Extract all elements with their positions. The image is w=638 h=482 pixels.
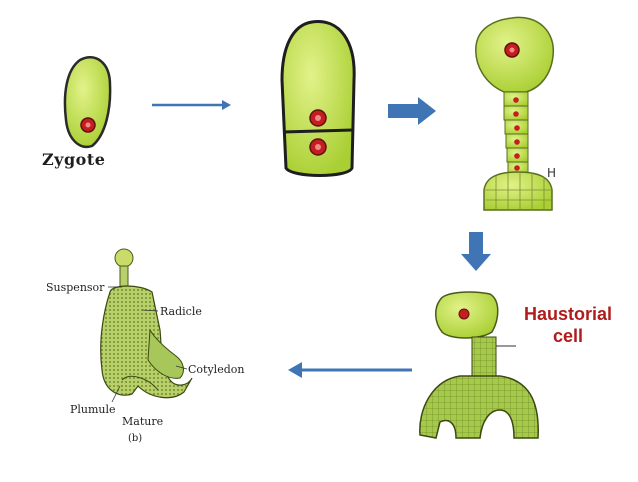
label-cotyledon: Cotyledon [188, 363, 245, 376]
label-figure-tag: (b) [128, 433, 143, 444]
proembryo-stage [475, 16, 554, 211]
arrow-right-1 [152, 100, 231, 110]
mature-embryo [100, 248, 193, 403]
arrow-down [461, 232, 491, 271]
arrow-right-2 [388, 97, 436, 125]
label-h-fragment: H [547, 166, 557, 180]
label-haustorial-line2: cell [552, 326, 584, 346]
zygote-cell [63, 56, 112, 149]
heart-embryo-stage [419, 291, 539, 439]
label-haustorial-cell: Haustorial cell [518, 303, 618, 347]
label-plumule: Plumule [70, 403, 116, 416]
label-suspensor: Suspensor [46, 281, 105, 294]
arrow-left [288, 362, 412, 378]
label-haustorial-line1: Haustorial [523, 304, 613, 324]
label-zygote: Zygote [42, 150, 106, 169]
nucleus-icon [458, 308, 470, 320]
leader-lines [108, 286, 188, 403]
label-mature: Mature [122, 415, 164, 428]
label-radicle: Radicle [160, 305, 202, 318]
two-cell-stage [280, 20, 356, 177]
